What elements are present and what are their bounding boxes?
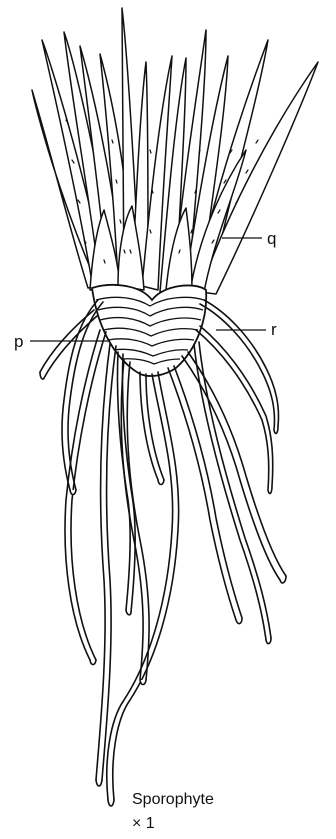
caption-magnification: × 1 (132, 815, 155, 832)
label-r: r (271, 320, 277, 339)
root (194, 342, 271, 640)
root-tips (40, 372, 286, 806)
caption-title: Sporophyte (132, 791, 214, 808)
caption: Sporophyte × 1 (132, 791, 214, 832)
label-p: p (14, 332, 23, 351)
label-q: q (267, 229, 276, 248)
roots (40, 300, 286, 806)
root (182, 352, 286, 580)
corm (92, 285, 206, 376)
root (200, 300, 279, 430)
root (117, 352, 135, 612)
leaves (32, 8, 318, 294)
root (196, 326, 273, 490)
root (96, 344, 116, 780)
root (107, 372, 179, 800)
